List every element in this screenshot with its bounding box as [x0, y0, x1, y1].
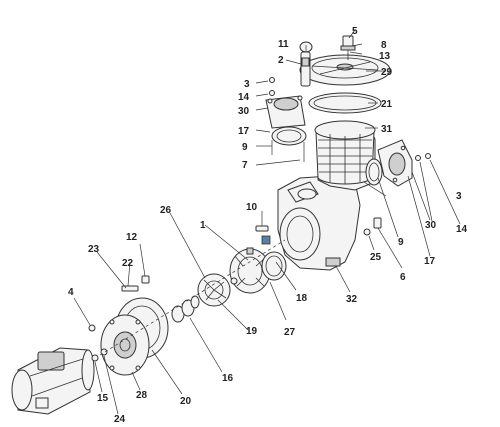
callout-3-right: 3 [456, 191, 462, 202]
clamp-nut [141, 275, 150, 284]
drain-screw [255, 225, 269, 232]
callout-30-left: 30 [238, 106, 250, 117]
callout-30-right: 30 [425, 220, 437, 231]
callout-11: 11 [278, 39, 289, 50]
outlet-flange [377, 139, 413, 187]
callout-6: 6 [400, 272, 406, 283]
callout-7: 7 [242, 160, 248, 171]
impeller [197, 273, 231, 307]
callout-9-left: 9 [242, 142, 248, 153]
callout-3-top: 3 [244, 79, 250, 90]
callout-23: 23 [88, 244, 100, 255]
callout-27: 27 [284, 327, 296, 338]
lid-o-ring [308, 92, 382, 114]
strainer-basket [314, 120, 376, 185]
shaft-seal [171, 295, 200, 323]
callout-26: 26 [160, 205, 172, 216]
callout-18: 18 [296, 293, 308, 304]
callout-5: 5 [352, 26, 358, 37]
shaft-washer-1 [91, 354, 99, 362]
callout-17-left: 17 [238, 126, 250, 137]
part-callouts: 5 11 8 2 13 29 3 14 21 30 17 31 9 7 3 10… [68, 26, 468, 425]
callout-9-right: 9 [398, 237, 404, 248]
callout-1: 1 [200, 220, 206, 231]
callout-10: 10 [246, 202, 258, 213]
motor-flange [100, 314, 150, 376]
callout-25: 25 [370, 252, 382, 263]
inlet-flange [265, 95, 306, 129]
callout-16: 16 [222, 373, 234, 384]
callout-28: 28 [136, 390, 148, 401]
housing-washer [363, 228, 371, 236]
callout-31: 31 [381, 124, 393, 135]
callout-24: 24 [114, 414, 126, 425]
strainer-lid [299, 54, 391, 86]
drain-plug [340, 35, 356, 60]
housing-bolt [373, 217, 382, 229]
callout-2: 2 [278, 55, 284, 66]
callout-8: 8 [381, 40, 387, 51]
callout-32: 32 [346, 294, 358, 305]
callout-14-top: 14 [238, 92, 250, 103]
callout-13: 13 [379, 51, 391, 62]
callout-4: 4 [68, 287, 74, 298]
callout-17-right: 17 [424, 256, 436, 267]
leader-lines [73, 29, 461, 415]
callout-12: 12 [126, 232, 138, 243]
impeller-washer [230, 277, 238, 285]
mount-washer [88, 324, 96, 332]
callout-14-right: 14 [456, 224, 468, 235]
callout-15: 15 [97, 393, 109, 404]
callout-29: 29 [381, 67, 393, 78]
callout-22: 22 [122, 258, 134, 269]
callout-20: 20 [180, 396, 192, 407]
callout-19: 19 [246, 326, 258, 337]
callout-21: 21 [381, 99, 393, 110]
clamp-bolt [121, 285, 139, 292]
sensor-box [261, 235, 271, 245]
diffuser [229, 247, 271, 294]
pump-motor [11, 347, 95, 415]
